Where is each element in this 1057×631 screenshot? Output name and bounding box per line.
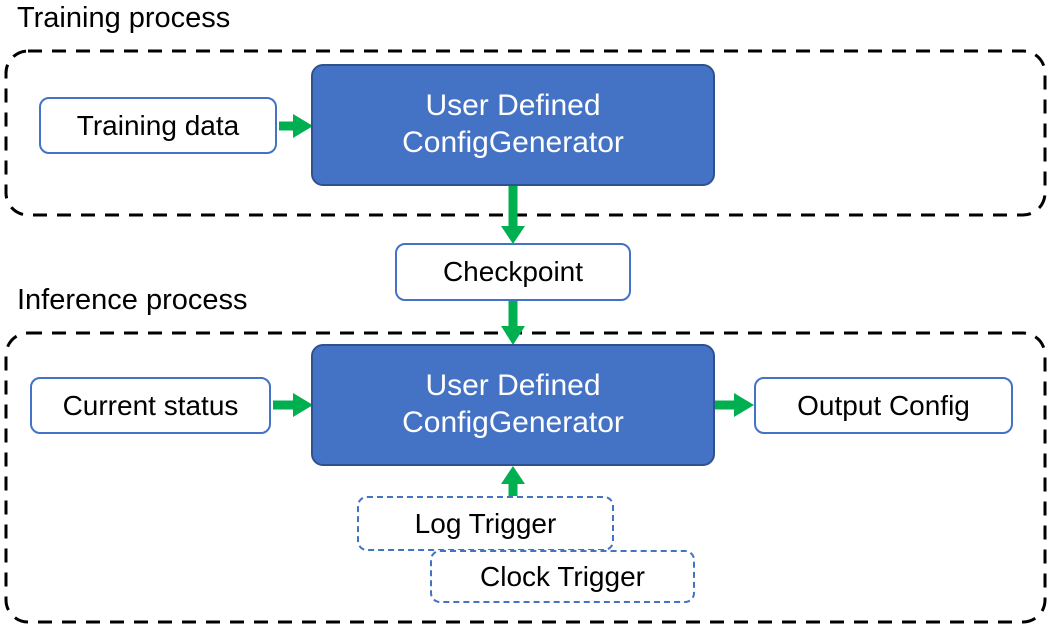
- node-log-trigger[interactable]: Log Trigger: [357, 496, 614, 551]
- arrow-current-status-to-generator: [273, 393, 313, 417]
- arrow-generator-to-output-config: [715, 393, 754, 417]
- inference-process-container: [4, 331, 1047, 624]
- node-generator-training-text: User Defined ConfigGenerator: [402, 88, 624, 162]
- node-output-config[interactable]: Output Config: [754, 377, 1013, 434]
- node-clock-trigger-label: Clock Trigger: [480, 560, 645, 592]
- node-user-defined-config-generator-training[interactable]: User Defined ConfigGenerator: [311, 64, 715, 186]
- node-log-trigger-label: Log Trigger: [414, 507, 557, 539]
- section-title-training: Training process: [17, 2, 231, 34]
- node-generator-inference-line2: ConfigGenerator: [402, 406, 624, 439]
- node-generator-inference-text: User Defined ConfigGenerator: [402, 368, 624, 442]
- node-checkpoint-label: Checkpoint: [442, 256, 584, 287]
- node-clock-trigger[interactable]: Clock Trigger: [430, 550, 695, 603]
- node-checkpoint[interactable]: Checkpoint: [395, 243, 631, 301]
- arrow-checkpoint-to-generator: [501, 301, 525, 345]
- arrow-generator-to-checkpoint: [501, 186, 525, 244]
- node-generator-training-line1: User Defined: [425, 89, 601, 123]
- node-output-config-label: Output Config: [797, 389, 970, 421]
- node-training-data[interactable]: Training data: [39, 97, 277, 154]
- node-generator-inference-line1: User Defined: [425, 369, 601, 403]
- node-generator-training-line2: ConfigGenerator: [402, 126, 624, 159]
- node-current-status-label: Current status: [62, 389, 239, 421]
- node-user-defined-config-generator-inference[interactable]: User Defined ConfigGenerator: [311, 344, 715, 466]
- node-training-data-label: Training data: [76, 109, 240, 141]
- node-current-status[interactable]: Current status: [30, 377, 271, 434]
- arrow-training-data-to-generator: [279, 114, 313, 138]
- section-title-inference: Inference process: [17, 284, 248, 316]
- training-process-container: [4, 49, 1047, 217]
- arrow-trigger-to-generator: [501, 466, 525, 497]
